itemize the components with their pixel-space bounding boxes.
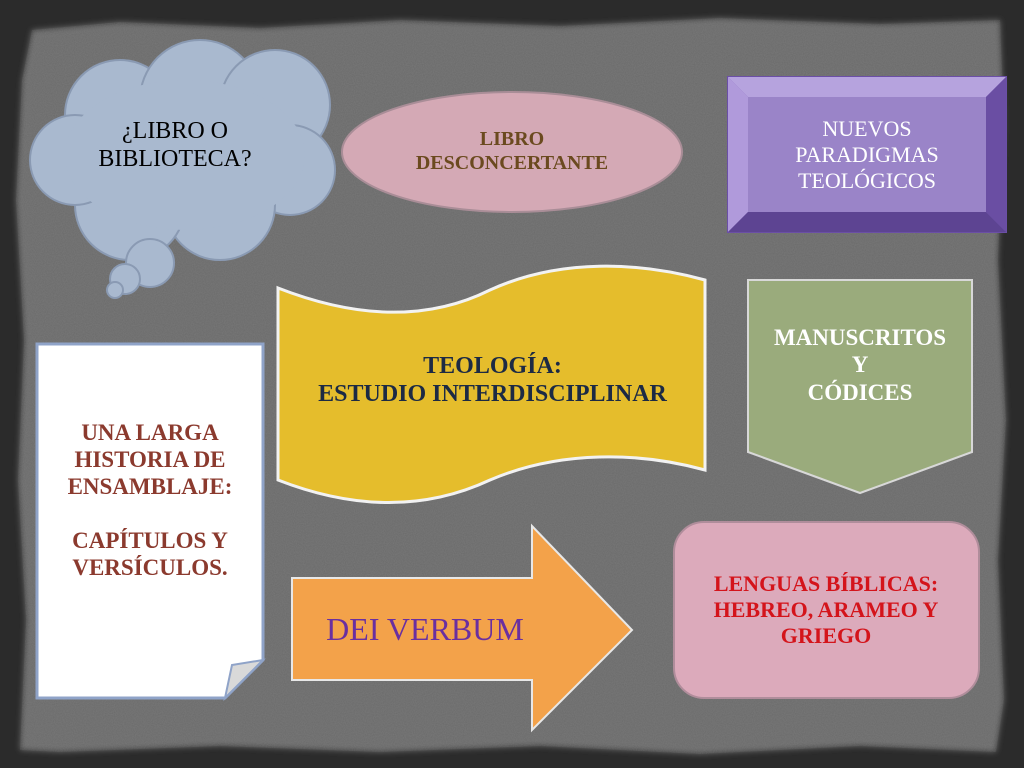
- wave-line: TEOLOGÍA:: [423, 352, 562, 379]
- rounded-box: [673, 521, 980, 699]
- bevel-line: PARADIGMAS: [795, 142, 939, 168]
- rounded-line: GRIEGO: [780, 622, 872, 648]
- pentagon: [747, 279, 973, 495]
- cloud-line: BIBLIOTECA?: [98, 146, 252, 172]
- right-arrow: [291, 523, 634, 733]
- pentagon-line: Y: [851, 352, 869, 378]
- bevel-box: [727, 76, 1007, 233]
- pentagon-line: CÓDICES: [807, 379, 913, 405]
- rounded-line: HEBREO, ARAMEO Y: [713, 597, 939, 623]
- folded-page: [35, 342, 266, 702]
- arrow-label: DEI VERBUM: [295, 600, 555, 660]
- rounded-line: LENGUAS BÍBLICAS:: [713, 571, 939, 597]
- page-line: ENSAMBLAJE:: [67, 473, 233, 499]
- page-line: CAPÍTULOS Y: [72, 528, 228, 554]
- pentagon-line: MANUSCRITOS: [773, 325, 947, 351]
- wave-label: TEOLOGÍA:ESTUDIO INTERDISCIPLINAR: [285, 340, 700, 420]
- wave-banner: [276, 264, 707, 504]
- bevel-line: TEOLÓGICOS: [797, 167, 937, 193]
- ellipse: [341, 91, 683, 213]
- bevel-line: NUEVOS: [822, 116, 912, 142]
- arrow-line: DEI VERBUM: [326, 611, 524, 648]
- ellipse-line: LIBRO: [479, 128, 545, 151]
- cloud-line: ¿LIBRO O: [122, 117, 228, 144]
- thought-cloud: [29, 39, 336, 299]
- wave-line: ESTUDIO INTERDISCIPLINAR: [318, 381, 667, 407]
- page-line: HISTORIA DE: [74, 446, 226, 472]
- page-line: VERSÍCULOS.: [72, 555, 228, 581]
- page-line: UNA LARGA: [81, 419, 219, 445]
- ellipse-line: DESCONCERTANTE: [415, 152, 609, 174]
